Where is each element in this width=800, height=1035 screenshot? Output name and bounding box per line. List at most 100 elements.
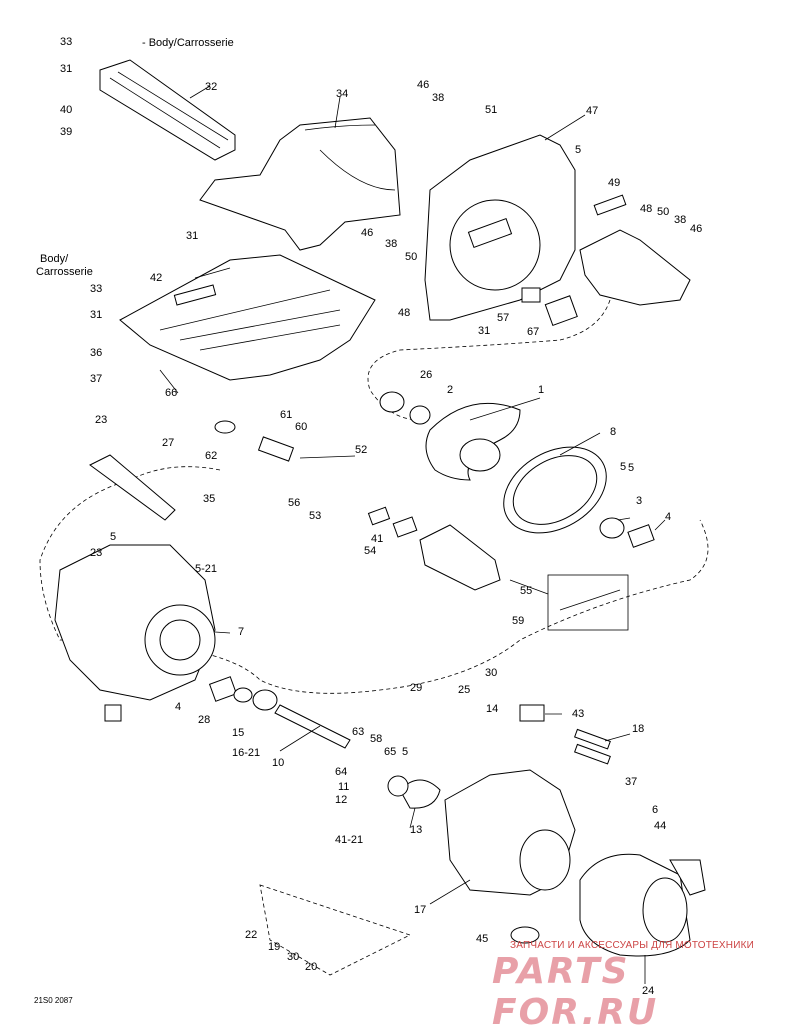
part-number-66: 66: [165, 387, 177, 399]
seal-2: [409, 405, 431, 425]
part-number-5: 5: [575, 144, 581, 156]
body-label-top: - Body/Carrosserie: [142, 37, 234, 49]
watermark-tagline: ЗАПЧАСТИ И АКСЕССУАРЫ ДЛЯ МОТОТЕХНИКИ: [510, 940, 755, 951]
bracket-49: [579, 229, 691, 306]
part-number-61: 61: [280, 409, 292, 421]
part-number-17: 17: [414, 904, 426, 916]
part-number-4: 4: [665, 511, 671, 523]
diagram-id: 21S0 2087: [34, 996, 73, 1005]
inset-box-55: [547, 574, 629, 631]
part-number-36: 36: [90, 347, 102, 359]
part-number-47: 47: [586, 105, 598, 117]
part-number-13: 13: [410, 824, 422, 836]
part-number-32: 32: [205, 81, 217, 93]
watermark-logo: PARTS FOR.RU: [492, 951, 659, 1033]
body-label-left-2: Carrosserie: [36, 266, 93, 278]
part-number-22: 22: [245, 929, 257, 941]
oring-11: [387, 775, 409, 797]
pin-18: [574, 728, 611, 750]
part-number-48: 48: [398, 307, 410, 319]
dashed-group-outline: [39, 466, 709, 694]
seal-3: [599, 517, 625, 539]
part-number-40: 40: [60, 104, 72, 116]
part-number-1: 1: [538, 384, 544, 396]
part-number-25: 25: [458, 684, 470, 696]
part-number-31: 31: [60, 63, 72, 75]
part-number-26: 26: [420, 369, 432, 381]
part-number-2: 2: [447, 384, 453, 396]
pad-32: [99, 59, 236, 161]
part-number-53: 53: [309, 510, 321, 522]
part-number-6: 6: [652, 804, 658, 816]
part-number-11: 11: [338, 781, 349, 793]
part-number-41-21: 41-21: [335, 834, 363, 846]
fitting-57: [521, 287, 541, 303]
part-number-38: 38: [385, 238, 397, 250]
part-number-64: 64: [335, 766, 347, 778]
part-number-31: 31: [478, 325, 490, 337]
filter-67: [544, 295, 578, 327]
impeller-15: [252, 689, 278, 711]
part-number-57: 57: [497, 312, 509, 324]
part-number-38: 38: [674, 214, 686, 226]
part-number-46: 46: [690, 223, 702, 235]
leader-lines: [159, 85, 666, 984]
part-number-23: 23: [90, 547, 102, 559]
part-number-5: 5: [402, 746, 408, 758]
cover-13: [399, 779, 441, 809]
part-number-65: 65: [384, 746, 396, 758]
part-number-29: 29: [410, 682, 422, 694]
part-number-41: 41: [371, 533, 383, 545]
part-number-33: 33: [90, 283, 102, 295]
part-number-52: 52: [355, 444, 367, 456]
connector-60: [257, 436, 295, 462]
duct-34: [199, 117, 401, 251]
part-number-43: 43: [572, 708, 584, 720]
part-number-50: 50: [657, 206, 669, 218]
part-number-60: 60: [295, 421, 307, 433]
part-number-46: 46: [417, 79, 429, 91]
housing-bore: [449, 199, 541, 291]
part-number-62: 62: [205, 450, 217, 462]
part-number-59: 59: [512, 615, 524, 627]
part-number-30: 30: [485, 667, 497, 679]
clip-62: [214, 420, 236, 434]
part-number-67: 67: [527, 326, 539, 338]
shaft-10: [274, 704, 351, 749]
part-number-7: 7: [238, 626, 244, 638]
part-number-50: 50: [405, 251, 417, 263]
washer-28: [233, 687, 253, 703]
plug-9: [104, 704, 122, 722]
part-number-4: 4: [175, 701, 181, 713]
part-number-34: 34: [336, 88, 348, 100]
body-label-left-1: Body/: [40, 253, 69, 265]
part-number-16-21: 16-21: [232, 747, 260, 759]
part-number-30: 30: [287, 951, 299, 963]
part-number-18: 18: [632, 723, 644, 735]
part-number-35: 35: [203, 493, 215, 505]
bearing-4-lower: [208, 676, 238, 702]
part-number-15: 15: [232, 727, 244, 739]
part-number-24: 24: [642, 985, 654, 997]
part-number-45: 45: [476, 933, 488, 945]
part-number-63: 63: [352, 726, 364, 738]
part-number-37: 37: [90, 373, 102, 385]
part-number-37: 37: [625, 776, 637, 788]
part-number-31: 31: [186, 230, 198, 242]
part-number-33: 33: [60, 36, 72, 48]
part-number-31: 31: [90, 309, 102, 321]
dashed-group-outline: [259, 884, 412, 976]
part-number-5: 5: [620, 461, 626, 473]
plate-45: [510, 926, 540, 944]
part-number-5: 5: [110, 531, 116, 543]
dashed-group-outline: [367, 299, 611, 421]
part-number-55: 55: [520, 585, 532, 597]
part-number-14: 14: [486, 703, 498, 715]
part-number-8: 8: [610, 426, 616, 438]
part-number-23: 23: [95, 414, 107, 426]
part-number-56: 56: [288, 497, 300, 509]
plate-66: [119, 254, 376, 381]
